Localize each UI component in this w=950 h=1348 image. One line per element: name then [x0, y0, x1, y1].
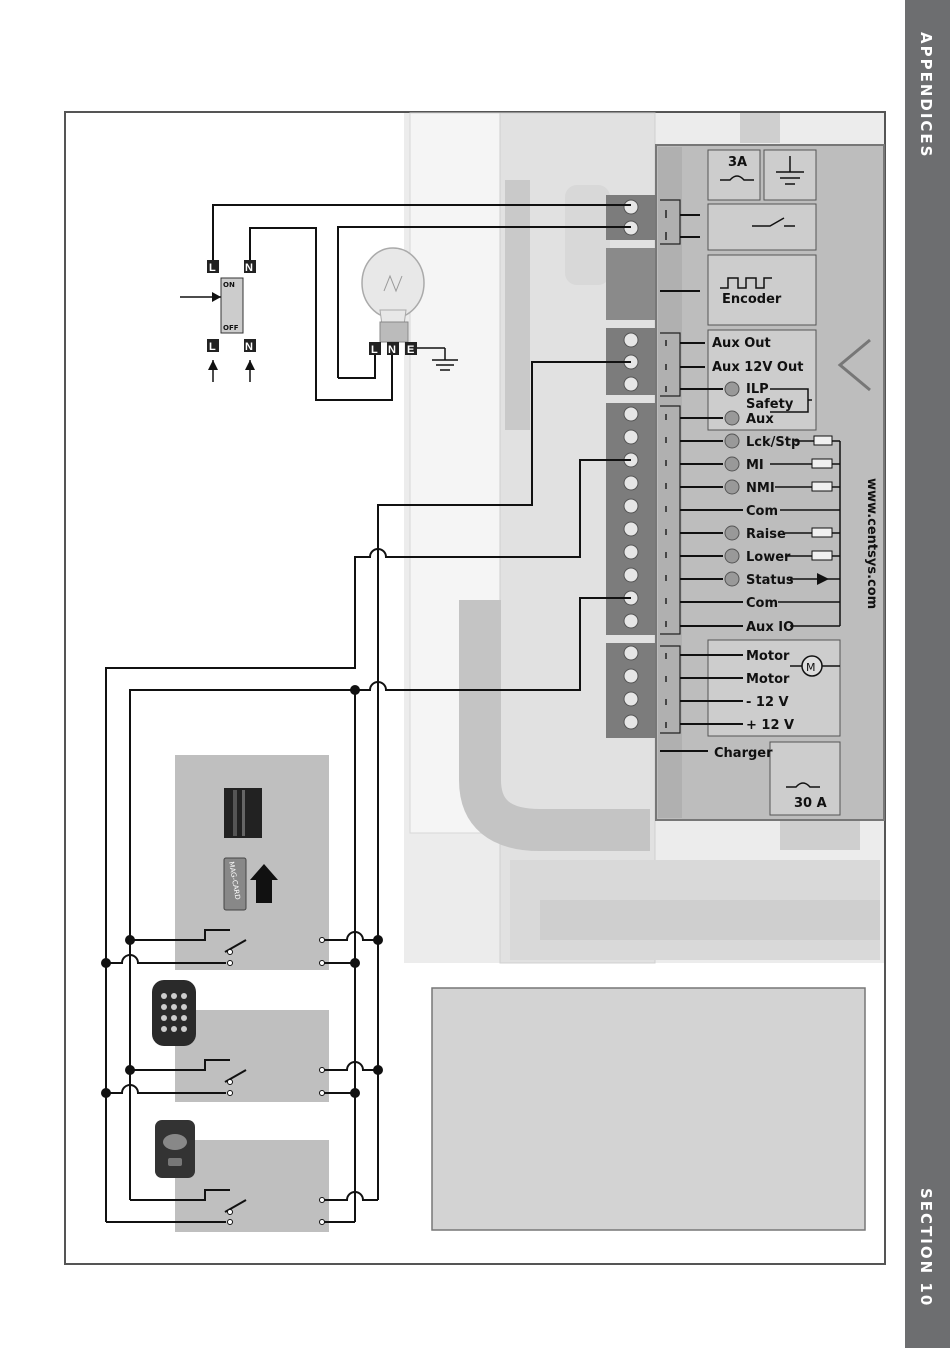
- svg-text:M: M: [806, 661, 816, 674]
- motor-label-1: Motor: [746, 649, 790, 664]
- minus-12v-label: - 12 V: [746, 695, 789, 710]
- terminal-blocks: [606, 195, 656, 738]
- keypad-icon: [152, 980, 196, 1046]
- remote-panel: [175, 1140, 329, 1232]
- nmi-label: NMI: [746, 481, 775, 496]
- safety-label: Safety: [746, 397, 794, 412]
- motor-label-2: Motor: [746, 672, 790, 687]
- mi-label: MI: [746, 458, 764, 473]
- com-label: Com: [746, 504, 778, 519]
- card-reader-panel: [175, 755, 329, 970]
- notes-box: [432, 988, 865, 1230]
- charger-label: Charger: [714, 746, 773, 761]
- remote-icon: [155, 1120, 195, 1178]
- encoder-label: Encoder: [722, 292, 782, 307]
- lamp-n-label: N: [388, 344, 396, 356]
- lamp-e-label: E: [407, 344, 414, 356]
- aux-12v-out-label: Aux 12V Out: [712, 360, 803, 375]
- ilp-label: ILP: [746, 382, 769, 397]
- aux-out-label: Aux Out: [712, 336, 771, 351]
- switch-bottom-n-label: N: [245, 341, 253, 353]
- section-number-label: SECTION 10: [917, 1188, 935, 1307]
- website-label: www.centsys.com: [864, 478, 879, 609]
- card-reader-icon: [224, 788, 262, 838]
- status-label: Status: [746, 573, 794, 588]
- section-sidebar: APPENDICES SECTION 10: [905, 0, 950, 1348]
- lck-stp-label: Lck/Stp: [746, 435, 800, 450]
- raise-label: Raise: [746, 527, 786, 542]
- appendices-label: APPENDICES: [917, 32, 935, 159]
- keypad-panel: [175, 1010, 329, 1102]
- switch-on-label: ON: [223, 281, 235, 289]
- switch-top-l-label: L: [209, 262, 216, 274]
- lower-label: Lower: [746, 550, 791, 565]
- fuse-bottom-label: 30 A: [794, 796, 827, 811]
- wiring-diagram: M 3A Encoder Aux Out Aux 12V Out ILP Saf…: [0, 0, 905, 1348]
- controller-board: M 3A Encoder Aux Out Aux 12V Out ILP Saf…: [656, 145, 884, 820]
- switch-bottom-l-label: L: [209, 341, 216, 353]
- led-icon: [725, 382, 739, 396]
- lamp-l-label: L: [371, 344, 378, 356]
- aux-label: Aux: [746, 412, 774, 427]
- com-label-2: Com: [746, 596, 778, 611]
- aux-io-label: Aux IO: [746, 620, 794, 635]
- switch-off-label: OFF: [223, 324, 239, 332]
- switch-top-n-label: N: [245, 262, 253, 274]
- plus-12v-label: + 12 V: [746, 718, 794, 733]
- fuse-top-label: 3A: [728, 155, 747, 170]
